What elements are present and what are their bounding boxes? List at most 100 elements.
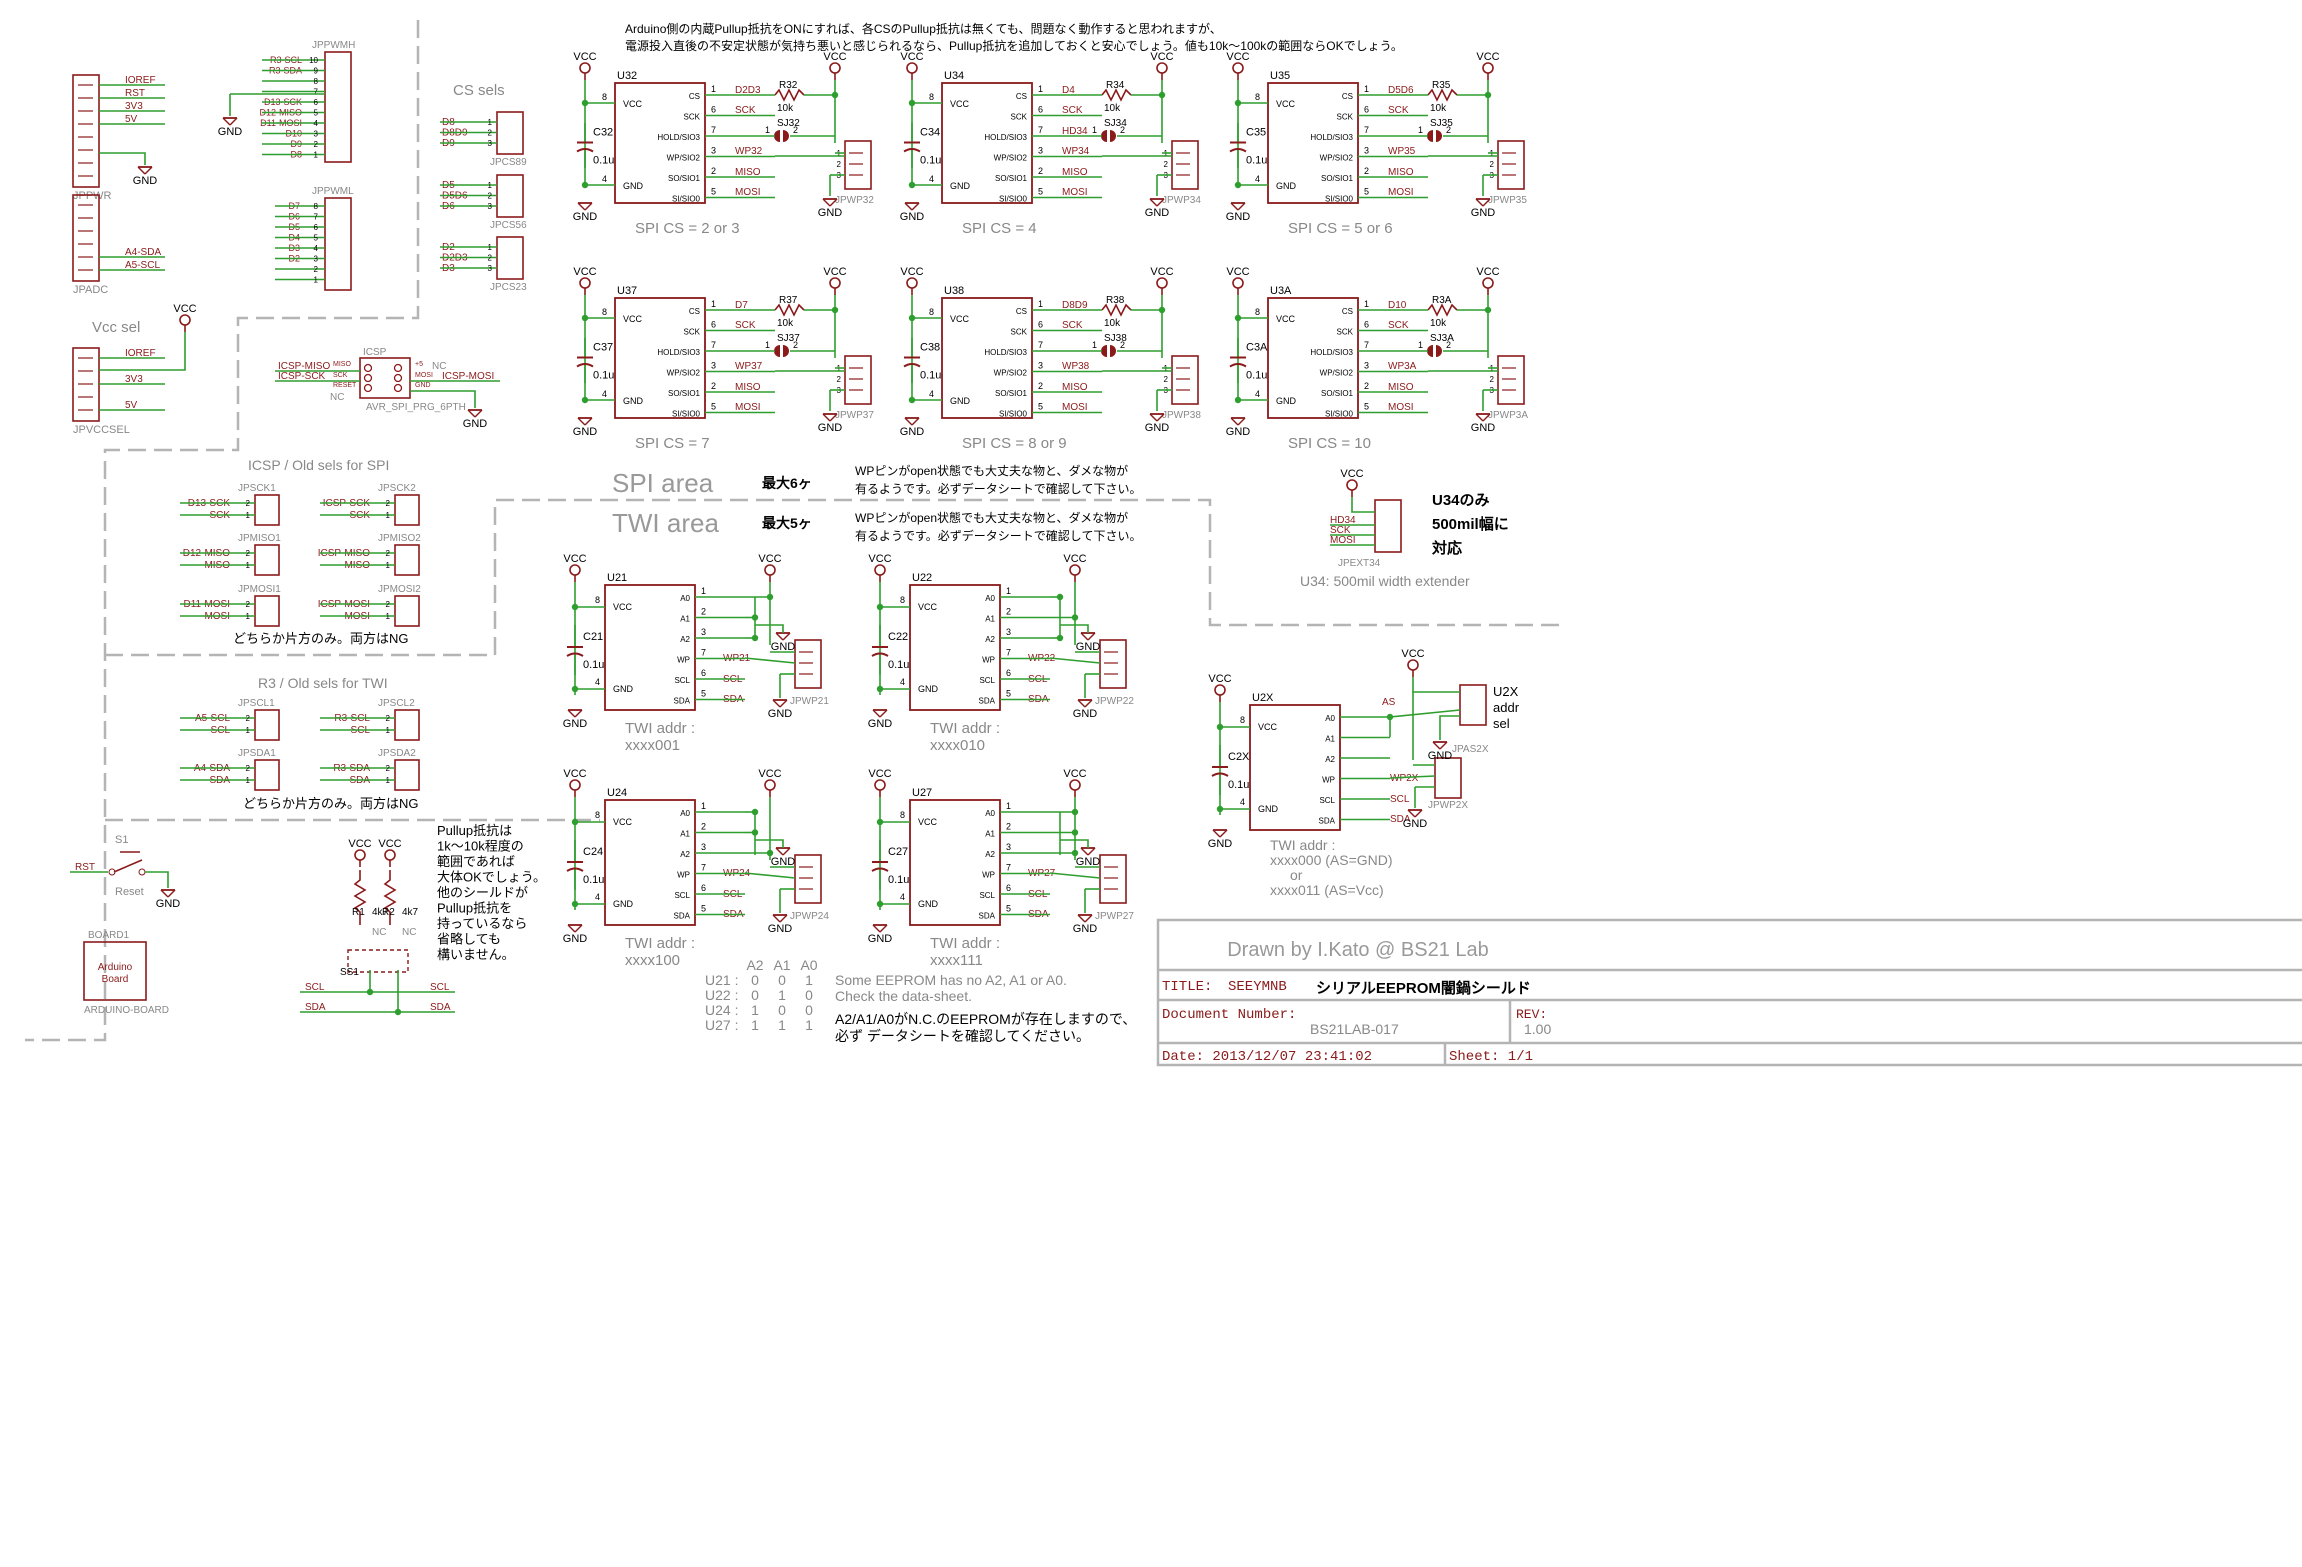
label: JPMISO2 bbox=[378, 533, 421, 544]
label: U27 : bbox=[705, 1017, 738, 1033]
label: U24 bbox=[607, 787, 627, 799]
capacitor bbox=[566, 867, 584, 872]
label: +5 bbox=[415, 361, 423, 368]
label: SDA bbox=[979, 697, 996, 706]
cap-value: 0.1u bbox=[593, 155, 614, 167]
label: SI/SIO0 bbox=[999, 195, 1028, 204]
label: 6 bbox=[314, 98, 319, 107]
junction-dot bbox=[581, 396, 589, 404]
label: 1 bbox=[1038, 299, 1043, 309]
label: 0 bbox=[778, 1002, 786, 1018]
label: R38 bbox=[1106, 295, 1125, 306]
label: D2D3 bbox=[735, 85, 761, 96]
label: GND bbox=[1276, 396, 1297, 406]
junction-dot bbox=[581, 181, 589, 189]
spi-area-title: SPI area bbox=[612, 468, 714, 498]
vcc-label: VCC bbox=[868, 553, 891, 565]
label: 2 bbox=[386, 549, 391, 558]
select-jumper bbox=[394, 595, 420, 627]
label: U27 bbox=[912, 787, 932, 799]
label: SCL bbox=[430, 982, 450, 993]
label: MISO bbox=[1388, 382, 1414, 393]
label: R2 bbox=[382, 907, 395, 918]
label: MISO bbox=[735, 167, 761, 178]
label: 2 bbox=[386, 499, 391, 508]
capacitor bbox=[1229, 148, 1247, 153]
label: MOSI bbox=[1062, 187, 1088, 198]
label: xxxx111 bbox=[930, 952, 983, 969]
label: A2/A1/A0がN.C.のEEPROMが存在しますので、 bbox=[835, 1011, 1136, 1027]
label: 2 bbox=[701, 607, 706, 617]
vcc-symbol: VCC bbox=[1063, 553, 1087, 582]
label: A0 bbox=[680, 594, 690, 603]
label: 3 bbox=[711, 146, 716, 156]
gnd-symbol: GND bbox=[1471, 413, 1495, 434]
vcc-symbol: VCC bbox=[868, 553, 892, 582]
label: 2 bbox=[386, 714, 391, 723]
cap-label: C37 bbox=[593, 342, 613, 354]
label: SS1 bbox=[340, 967, 359, 978]
capacitor bbox=[1229, 363, 1247, 368]
label: JPSDA2 bbox=[378, 748, 416, 759]
label: SEEYMNB bbox=[1228, 979, 1287, 995]
drawn-by: Drawn by I.Kato @ BS21 Lab bbox=[1227, 939, 1489, 961]
label: 2 bbox=[1446, 125, 1451, 135]
label: SO/SIO1 bbox=[1321, 174, 1354, 183]
label: 1 bbox=[246, 561, 251, 570]
label: 8 bbox=[602, 92, 607, 102]
label: 2 bbox=[488, 129, 493, 138]
label: A0 bbox=[985, 594, 995, 603]
label: ICSP bbox=[363, 347, 387, 358]
label: IOREF bbox=[125, 75, 156, 86]
document-title: シリアルEEPROM闇鍋シールド bbox=[1316, 979, 1531, 997]
label: U22 bbox=[912, 572, 932, 584]
reset-switch bbox=[113, 859, 143, 873]
solder-jumper bbox=[774, 345, 780, 357]
label: MOSI bbox=[735, 187, 761, 198]
label: 1 bbox=[765, 340, 770, 350]
vcc-label: VCC bbox=[1208, 673, 1231, 685]
gnd-label: GND bbox=[768, 923, 793, 935]
junction-dot bbox=[394, 1008, 402, 1016]
label: Pullup抵抗を bbox=[437, 901, 512, 916]
wire bbox=[1351, 497, 1375, 513]
label: JPSCK1 bbox=[238, 483, 276, 494]
label: 1 bbox=[314, 151, 319, 160]
junction-dot bbox=[1484, 306, 1492, 314]
wp-jumper bbox=[844, 140, 872, 190]
vcc-label: VCC bbox=[1401, 648, 1424, 660]
chip-body bbox=[909, 799, 1001, 926]
gnd-symbol: GND bbox=[900, 417, 924, 438]
label: A2 bbox=[1325, 755, 1335, 764]
header-label: JPVCCSEL bbox=[73, 424, 130, 436]
label: 8 bbox=[1240, 715, 1245, 725]
label: MISO bbox=[735, 382, 761, 393]
cap-value: 0.1u bbox=[920, 155, 941, 167]
vcc-symbol: VCC bbox=[1476, 266, 1500, 295]
label: 2 bbox=[701, 822, 706, 832]
label: IOREF bbox=[125, 348, 156, 359]
label: U21 : bbox=[705, 972, 738, 988]
gnd-label: GND bbox=[1145, 422, 1170, 434]
gnd-label: GND bbox=[133, 175, 158, 187]
label: S1 bbox=[115, 834, 128, 846]
label: 3 bbox=[1006, 627, 1011, 637]
gnd-label: GND bbox=[1145, 207, 1170, 219]
wp-note-2: 有るようです。必ずデータシートで確認して下さい。 bbox=[855, 481, 1141, 496]
label: 2 bbox=[314, 265, 319, 274]
label: CS sels bbox=[453, 82, 505, 99]
area-boundary bbox=[105, 498, 1565, 657]
gnd-label: GND bbox=[156, 898, 181, 910]
label: SPI CS = 10 bbox=[1288, 435, 1371, 452]
label: 5 bbox=[1006, 689, 1011, 699]
vcc-symbol: VCC bbox=[563, 768, 587, 797]
label: Sheet: 1/1 bbox=[1449, 1049, 1533, 1065]
label: 1 bbox=[751, 1002, 759, 1018]
label: TWI addr : bbox=[1270, 837, 1335, 853]
label: MOSI bbox=[1388, 402, 1414, 413]
gnd-symbol: GND bbox=[1428, 741, 1452, 762]
label: 8 bbox=[595, 810, 600, 820]
label: 1 bbox=[1364, 84, 1369, 94]
gnd-label: GND bbox=[818, 207, 843, 219]
vcc-label: VCC bbox=[758, 768, 781, 780]
